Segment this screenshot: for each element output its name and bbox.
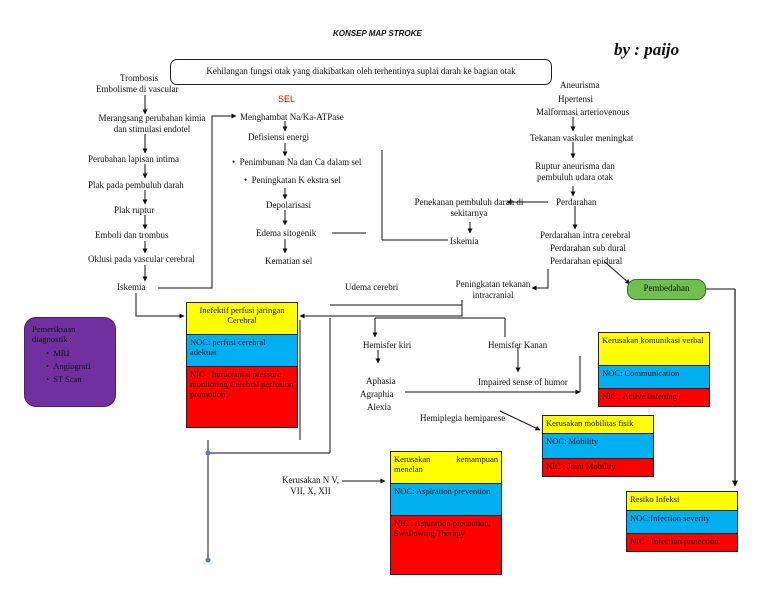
perfusi-nic: NIC : Intracranial pressure monitoring C…: [187, 367, 297, 427]
diagnostic-angiografi: Angiografi: [53, 361, 91, 371]
aneurisma-label: Aneurisma: [560, 80, 600, 90]
infeksi-noc: NOC:Infection severity: [627, 511, 737, 534]
diagnostic-stscan: ST Scan: [53, 374, 82, 384]
diagnostic-mri: MRI: [53, 348, 70, 358]
definition-box: Kehilangan fungsi otak yang diakibatkan …: [170, 59, 552, 85]
kematian-label: Kematian sel: [265, 256, 313, 266]
diagnostic-title: Pemeriksaan diagnostik :: [32, 324, 76, 344]
alexia-label: Alexia: [367, 402, 391, 412]
perubahan-label: Perubahan lapisan intima: [88, 154, 179, 164]
menelan-nic: NIC : Aspiration precaution, Swallowing …: [391, 516, 501, 574]
defisiensi-label: Defisiensi energi: [248, 132, 310, 142]
menelan-diagnosis: Kerusakan kemampuan menelan: [391, 452, 501, 484]
iskemia-left-label: Iskemia: [117, 282, 146, 292]
perdarahan-epidural-label: Perdarahan epidural: [550, 256, 623, 266]
diagnostic-panel: Pemeriksaan diagnostik : • MRI • Angiogr…: [24, 317, 116, 407]
infeksi-diagnosis: Resiko Infeksi: [627, 492, 737, 511]
embolisme-label: Embolisme di vascular: [96, 84, 179, 94]
merangsang-label: Merangsang perubahan kimia dan stimulasi…: [98, 113, 206, 134]
menghambat-label: Menghambat Na/Ka-ATPase: [240, 112, 344, 122]
hemisfer-kiri-label: Hemisfer kiri: [363, 340, 412, 350]
pembedahan-node: Pembedahan: [627, 279, 706, 300]
menelan-box: Kerusakan kemampuan menelan NOC: Aspirat…: [390, 451, 502, 575]
kerusakan-n-label: Kerusakan N V, VII, X, XII: [282, 475, 339, 496]
trombosis-label: Trombosis: [120, 73, 159, 83]
oklusi-label: Oklusi pada vascular cerebral: [88, 254, 195, 264]
diagnostic-item: • Angiografi: [46, 361, 91, 371]
aphasia-label: Aphasia: [366, 376, 396, 386]
plak-pembuluh-label: Plak pada pembuluh darah: [88, 180, 184, 190]
infeksi-box: Resiko Infeksi NOC:Infection severity NI…: [626, 491, 738, 552]
hemiplegia-label: Hemiplegia hemiparese: [420, 413, 506, 423]
perfusi-diagnosis: Inefektif perfusi jaringan Cerebral: [187, 303, 297, 335]
peningkatan-k-label: • Peningkatan K ekstra sel: [244, 175, 341, 185]
menelan-noc: NOC: Aspiration prevention: [391, 484, 501, 516]
ruptur-label: Ruptur aneurisma dan pembuluh udara otak: [535, 161, 615, 182]
perfusi-noc: NOC: perfusi cerebral adekuat: [187, 335, 297, 367]
hipertensi-label: Hpertensi: [558, 94, 593, 104]
malformasi-label: Malformasi arteriovenous: [536, 107, 630, 117]
iskemia-right-label: Iskemia: [450, 236, 479, 246]
komunikasi-diagnosis: Kerusakan komunikasi verbal: [599, 333, 709, 366]
emboli-label: Emboli dan trombus: [95, 230, 169, 240]
diagram-title: KONSEP MAP STROKE: [333, 29, 422, 38]
mobilitas-nic: NIC : Joint Mobility: [543, 459, 653, 476]
diagnostic-item: • MRI: [46, 348, 70, 358]
udema-cerebri-label: Udema cerebri: [345, 282, 399, 292]
peningkatan-k-text: Peningkatan K ekstra sel: [251, 175, 341, 185]
perdarahan-intra-label: Perdarahan intra cerebral: [540, 230, 631, 240]
sel-label: SEL: [278, 94, 296, 104]
tekanan-label: Tekanan vaskuler meningkat: [530, 133, 634, 143]
author-label: by : paijo: [614, 40, 680, 59]
penimbunan-label: • Penimbunan Na dan Ca dalam sel: [232, 157, 362, 167]
plak-ruptur-label: Plak ruptur: [114, 205, 155, 215]
perdarahan-label: Perdarahan: [556, 197, 597, 207]
hemisfer-kanan-label: Hemisfer Kanan: [488, 340, 548, 350]
agraphia-label: Agraphia: [360, 389, 394, 399]
perfusi-box: Inefektif perfusi jaringan Cerebral NOC:…: [186, 302, 298, 428]
depolarisasi-label: Depolarisasi: [266, 200, 311, 210]
perdarahan-sub-label: Perdarahan sub dural: [550, 243, 626, 253]
infeksi-nic: NIC : Infection protection: [627, 534, 737, 551]
edema-sitogenik-label: Edema sitogenik: [256, 228, 317, 238]
mobilitas-diagnosis: Kerusakan mobilitas fisik: [543, 416, 653, 434]
komunikasi-noc: NOC: Communication: [599, 366, 709, 389]
diagnostic-item: • ST Scan: [46, 374, 82, 384]
komunikasi-box: Kerusakan komunikasi verbal NOC: Communi…: [598, 332, 710, 407]
mobilitas-box: Kerusakan mobilitas fisik NOC: Mobility …: [542, 415, 654, 477]
penimbunan-text: Penimbunan Na dan Ca dalam sel: [239, 157, 362, 167]
komunikasi-nic: NIC : Active listening: [599, 389, 709, 406]
penekanan-label: Penekanan pembuluh darah di sekitarnya: [414, 197, 524, 218]
impaired-label: Impaired sense of humor: [478, 377, 568, 387]
peningkatan-tik-label: Peningkatan tekanan intracranial: [455, 279, 531, 300]
mobilitas-noc: NOC: Mobility: [543, 434, 653, 459]
